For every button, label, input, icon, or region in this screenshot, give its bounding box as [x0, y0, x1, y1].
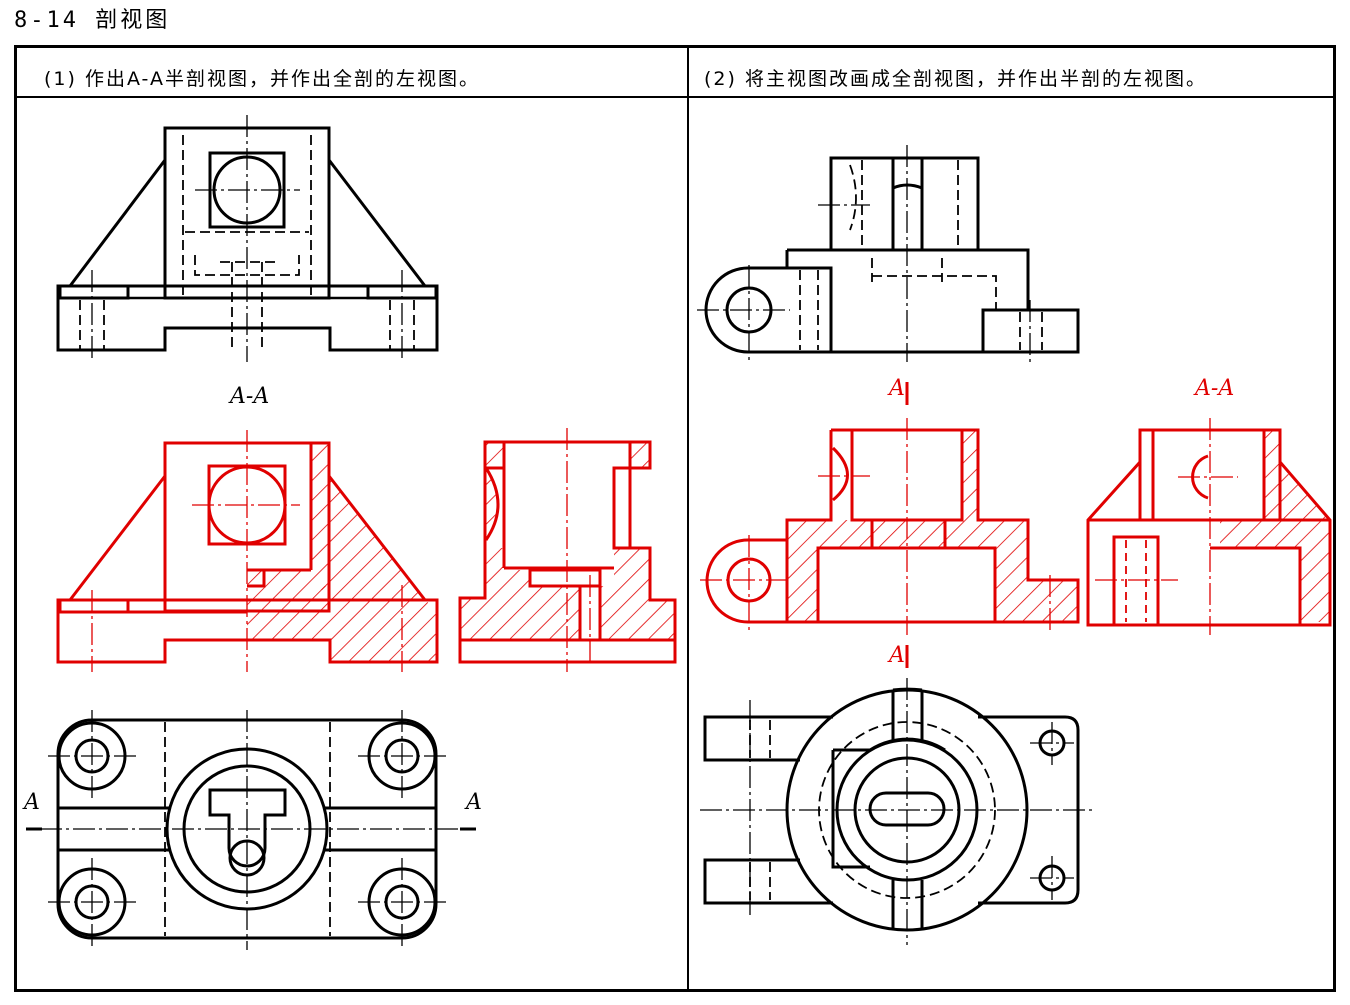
p1-section-title-label: A-A: [230, 384, 270, 409]
p2-cut-label-bottom: A: [889, 643, 905, 668]
outer-frame: [14, 45, 1336, 992]
p1-half-section-hatch: [247, 443, 437, 662]
page-title: 8-14 剖视图: [14, 8, 171, 33]
p2-full-section-hatch: [787, 430, 1078, 622]
p1-left-section-hatch: [460, 442, 675, 640]
p2-front-centerlines: [697, 145, 1031, 362]
p1-left-section: [458, 440, 677, 664]
p1-front-centerlines: [91, 115, 403, 362]
p2-full-section-centerlines: [700, 418, 1051, 635]
p2-left-section-hatch: [1220, 430, 1330, 622]
p2-left-section-hidden: [1125, 540, 1147, 622]
p1-front-hidden: [79, 135, 415, 350]
caption-divider: [14, 96, 1336, 98]
p2-section-title-label: A-A: [1195, 376, 1235, 401]
panel-divider: [687, 45, 689, 992]
p2-top-centerlines: [700, 678, 1092, 945]
p1-half-section-centerlines: [91, 430, 403, 672]
p2-front-hidden: [799, 160, 1043, 350]
p2-left-section: [1086, 428, 1332, 627]
p2-cut-label-top: A: [889, 376, 905, 401]
p1-top-centerlines: [40, 710, 460, 950]
p1-cut-label-right: A: [466, 790, 482, 815]
p2-left-section-centerlines: [1095, 418, 1238, 635]
panel1-caption: (1) 作出A-A半剖视图，并作出全剖的左视图。: [44, 68, 480, 90]
p2-front-view: [704, 156, 1080, 354]
p1-cut-label-left: A: [24, 790, 40, 815]
panel2-caption: (2) 将主视图改画成全剖视图，并作出半剖的左视图。: [704, 68, 1207, 90]
p1-left-section-centerlines: [566, 428, 591, 672]
